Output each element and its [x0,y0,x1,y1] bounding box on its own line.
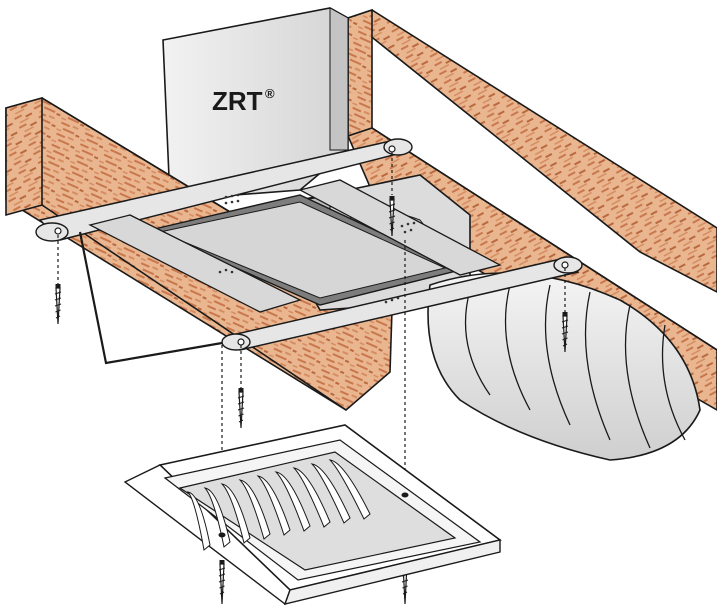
ceiling-grille [123,424,502,606]
screw-icon [561,312,569,353]
bracket-hole-icon [54,227,62,235]
brand-label: ZRT [212,86,263,116]
brand-mark: ® [265,86,275,101]
screw-icon [388,196,396,237]
grille-hole-icon [218,532,226,538]
bracket-hole-icon [561,261,569,269]
screw-icon [218,560,226,605]
flex-duct [427,272,701,461]
screw-icon [237,388,245,429]
leader-line [78,231,223,365]
grille-hole-icon [401,492,409,498]
bracket-hole-icon [388,145,396,153]
bracket-hole-icon [237,338,245,346]
screw-icon [54,284,62,325]
duct-box: ZRT ® [162,7,349,201]
mounting-bracket [35,138,583,351]
